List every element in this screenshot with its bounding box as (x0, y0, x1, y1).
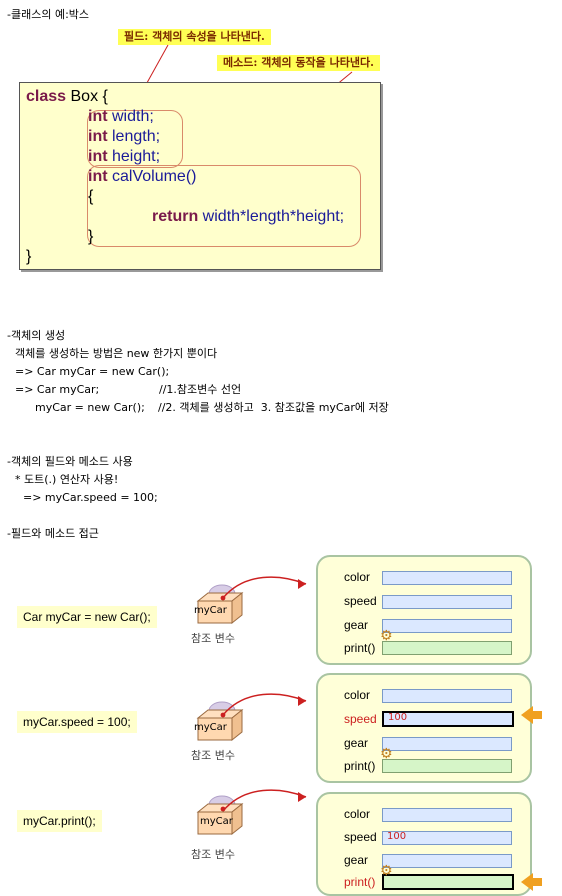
code-line-calvolume: int calVolume() (88, 168, 197, 185)
field-callout: 필드: 객체의 속성을 나타낸다. (118, 29, 271, 45)
field-gear-bar (382, 737, 512, 751)
reference-arrow (222, 576, 307, 599)
create-line-4-comment: //2. 객체를 생성하고 3. 참조값을 myCar에 저장 (158, 401, 389, 414)
ref-caption: 참조 변수 (191, 749, 235, 762)
gear-icon: ⚙ (380, 628, 393, 644)
reference-variable-box: myCar (192, 794, 248, 844)
code-line-return: return width*length*height; (152, 208, 345, 225)
reference-arrow (222, 693, 307, 716)
statement-print: myCar.print(); (17, 810, 102, 832)
ref-label: myCar (194, 722, 227, 733)
field-speed-bar: 100 (382, 711, 514, 727)
field-gear-label: gear (344, 618, 369, 632)
statement-set-speed: myCar.speed = 100; (17, 711, 137, 733)
method-print-bar (382, 759, 512, 773)
car-object-2: color speed 100 gear print() ⚙ (316, 673, 532, 783)
code-line-close-brace: } (88, 228, 94, 245)
method-highlight (87, 165, 361, 247)
field-color-bar (382, 689, 512, 703)
box-icon (196, 795, 244, 836)
method-print-bar (382, 641, 512, 655)
create-line-1: 객체를 생성하는 방법은 new 한가지 뿐이다 (15, 347, 218, 360)
code-line-length: int length; (88, 128, 161, 145)
method-print-bar (382, 874, 514, 890)
field-speed-label: speed (344, 830, 377, 844)
create-line-4-code: myCar = new Car(); (35, 401, 145, 414)
fields-highlight (87, 110, 183, 168)
gear-icon: ⚙ (380, 746, 393, 762)
pointer-arrow-icon (521, 706, 533, 724)
field-color-bar (382, 808, 512, 822)
field-speed-bar: 100 (382, 831, 512, 845)
create-line-3-comment: //1.참조변수 선언 (159, 383, 242, 396)
gear-icon: ⚙ (380, 863, 393, 879)
statement-new-car: Car myCar = new Car(); (17, 606, 157, 628)
pointer-arrow-icon (521, 873, 533, 891)
field-color-label: color (344, 807, 371, 821)
use-line-2: => myCar.speed = 100; (23, 491, 158, 504)
code-box: class Box { int width; int length; int h… (19, 82, 381, 270)
field-gear-bar (382, 854, 512, 868)
create-line-3-code: => Car myCar; (15, 383, 100, 396)
field-color-label: color (344, 570, 371, 584)
car-object-3: color speed 100 gear print() ⚙ (316, 792, 532, 896)
method-print-label: print() (344, 759, 376, 773)
code-line-height: int height; (88, 148, 161, 165)
field-gear-bar (382, 619, 512, 633)
field-speed-label: speed (344, 594, 377, 608)
box-icon (196, 701, 244, 742)
reference-arrow (222, 789, 307, 812)
method-print-label: print() (344, 875, 376, 889)
ref-caption: 참조 변수 (191, 632, 235, 645)
field-color-label: color (344, 688, 371, 702)
ref-label: myCar (194, 605, 227, 616)
method-print-label: print() (344, 641, 376, 655)
field-color-bar (382, 571, 512, 585)
reference-variable-box: myCar (192, 700, 248, 750)
section-title-class: -클래스의 예:박스 (7, 8, 90, 21)
speed-value: 100 (387, 831, 407, 842)
pointer-arrow-tail (533, 711, 542, 719)
ref-label: myCar (200, 816, 233, 827)
code-line-width: int width; (88, 108, 154, 125)
code-line-class-close: } (26, 248, 32, 265)
field-speed-bar (382, 595, 512, 609)
section-title-use: -객체의 필드와 메소드 사용 (7, 455, 133, 468)
box-icon (196, 584, 244, 625)
car-object-1: color speed gear print() ⚙ (316, 555, 532, 665)
reference-variable-box: myCar (192, 583, 248, 633)
method-callout: 메소드: 객체의 동작을 나타낸다. (217, 55, 380, 71)
speed-value: 100 (388, 712, 408, 723)
use-line-1: * 도트(.) 연산자 사용! (15, 473, 119, 486)
field-speed-label: speed (344, 712, 377, 726)
field-gear-label: gear (344, 736, 369, 750)
code-line-open-brace: { (88, 188, 94, 205)
ref-caption: 참조 변수 (191, 848, 235, 861)
field-gear-label: gear (344, 853, 369, 867)
code-line-class: class Box { (26, 88, 108, 105)
section-title-access: -필드와 메소드 접근 (7, 527, 99, 540)
section-title-create: -객체의 생성 (7, 329, 66, 342)
pointer-arrow-tail (533, 878, 542, 886)
create-line-2: => Car myCar = new Car(); (15, 365, 170, 378)
